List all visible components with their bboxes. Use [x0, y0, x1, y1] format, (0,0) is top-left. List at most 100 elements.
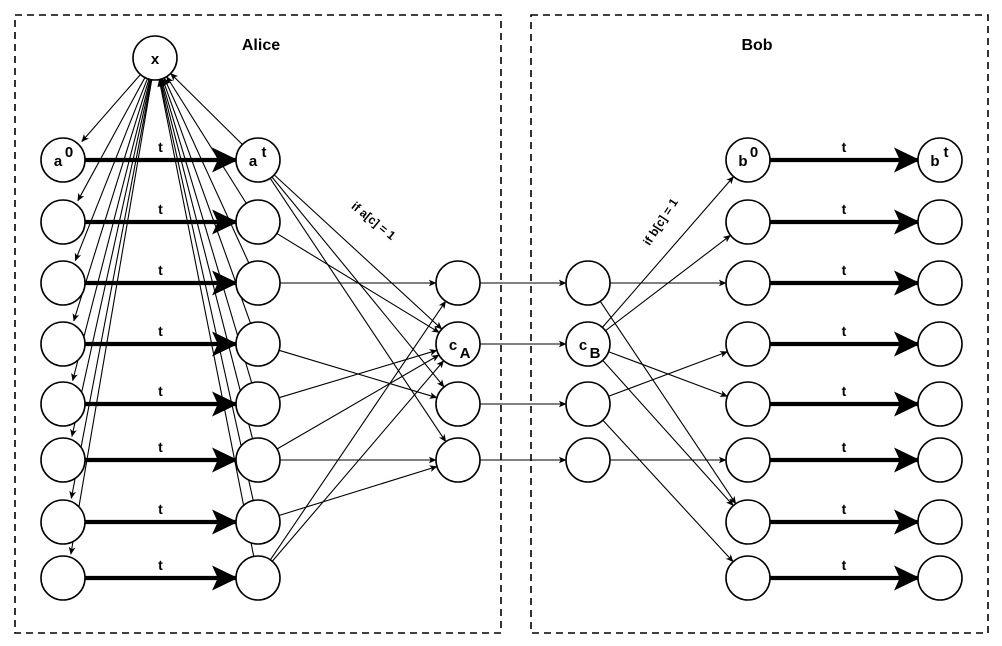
node-b3-circle[interactable]: [725, 321, 771, 367]
node-bt0-circle[interactable]: [917, 137, 963, 183]
node-b1-circle[interactable]: [725, 199, 771, 245]
node-ca3-circle[interactable]: [435, 437, 481, 483]
node-x[interactable]: x: [132, 35, 178, 81]
node-ca2[interactable]: [435, 381, 481, 427]
node-bt3-circle[interactable]: [917, 321, 963, 367]
node-at0-circle[interactable]: [235, 137, 281, 183]
node-bt4[interactable]: [917, 381, 963, 427]
node-b0-circle[interactable]: [725, 137, 771, 183]
node-bt5-circle[interactable]: [917, 437, 963, 483]
node-at4-circle[interactable]: [235, 381, 281, 427]
node-bt7[interactable]: [917, 555, 963, 601]
node-cA-circle[interactable]: [435, 321, 481, 367]
edge-label-t-alice-1: t: [158, 201, 163, 217]
node-bt7-circle[interactable]: [917, 555, 963, 601]
node-b0[interactable]: b0: [725, 137, 771, 183]
node-a5-circle[interactable]: [40, 437, 86, 483]
edge-label-t-alice-2: t: [158, 262, 163, 278]
node-ca2-circle[interactable]: [435, 381, 481, 427]
node-cA-subscript: A: [460, 345, 471, 362]
node-b6[interactable]: [725, 499, 771, 545]
node-b6-circle[interactable]: [725, 499, 771, 545]
node-at5[interactable]: [235, 437, 281, 483]
node-a0[interactable]: a0: [40, 137, 86, 183]
edge-label-t-bob-4: t: [842, 383, 847, 399]
node-b3[interactable]: [725, 321, 771, 367]
node-at3-circle[interactable]: [235, 321, 281, 367]
node-a3-circle[interactable]: [40, 321, 86, 367]
node-cb0[interactable]: [565, 260, 611, 306]
node-bt2-circle[interactable]: [917, 260, 963, 306]
node-bt5[interactable]: [917, 437, 963, 483]
node-at5-circle[interactable]: [235, 437, 281, 483]
node-at1[interactable]: [235, 199, 281, 245]
node-at2[interactable]: [235, 260, 281, 306]
edge-bob-cross-5: [602, 419, 734, 563]
node-a0-circle[interactable]: [40, 137, 86, 183]
node-x-circle[interactable]: [132, 35, 178, 81]
node-cb2-circle[interactable]: [565, 381, 611, 427]
node-at6[interactable]: [235, 499, 281, 545]
node-b7[interactable]: [725, 555, 771, 601]
node-a6-circle[interactable]: [40, 499, 86, 545]
node-bt6[interactable]: [917, 499, 963, 545]
node-cb3-circle[interactable]: [565, 437, 611, 483]
edge-at5-to-x: [158, 78, 254, 439]
node-b7-circle[interactable]: [725, 555, 771, 601]
edge-x-to-a4: [71, 79, 151, 382]
edge-layer-thin: [68, 73, 737, 563]
edge-label-t-alice-5: t: [158, 439, 163, 455]
node-b4-circle[interactable]: [725, 381, 771, 427]
node-bt3[interactable]: [917, 321, 963, 367]
node-a2-circle[interactable]: [40, 260, 86, 306]
edge-at0-to-x: [170, 73, 243, 145]
node-at0[interactable]: at: [235, 137, 281, 183]
node-bt0-superscript: t: [944, 144, 949, 161]
node-b2-circle[interactable]: [725, 260, 771, 306]
node-bt1-circle[interactable]: [917, 199, 963, 245]
node-cB-circle[interactable]: [565, 321, 611, 367]
node-b2[interactable]: [725, 260, 771, 306]
node-a2[interactable]: [40, 260, 86, 306]
node-a7[interactable]: [40, 555, 86, 601]
node-a4-circle[interactable]: [40, 381, 86, 427]
node-at0-label: a: [249, 153, 258, 170]
node-a1-circle[interactable]: [40, 199, 86, 245]
node-bt6-circle[interactable]: [917, 499, 963, 545]
node-b1[interactable]: [725, 199, 771, 245]
node-cb2[interactable]: [565, 381, 611, 427]
node-at7[interactable]: [235, 555, 281, 601]
node-a3[interactable]: [40, 321, 86, 367]
party-title-bob: Bob: [741, 37, 772, 54]
edge-label-t-alice-6: t: [158, 501, 163, 517]
node-bt4-circle[interactable]: [917, 381, 963, 427]
node-b5-circle[interactable]: [725, 437, 771, 483]
node-ca0[interactable]: [435, 260, 481, 306]
node-at2-circle[interactable]: [235, 260, 281, 306]
node-a4[interactable]: [40, 381, 86, 427]
edge-label-t-alice-4: t: [158, 383, 163, 399]
node-at7-circle[interactable]: [235, 555, 281, 601]
node-a1[interactable]: [40, 199, 86, 245]
node-a6[interactable]: [40, 499, 86, 545]
node-ca3[interactable]: [435, 437, 481, 483]
node-bt2[interactable]: [917, 260, 963, 306]
node-cb3[interactable]: [565, 437, 611, 483]
node-a5[interactable]: [40, 437, 86, 483]
node-at3[interactable]: [235, 321, 281, 367]
node-bt0[interactable]: bt: [917, 137, 963, 183]
node-a7-circle[interactable]: [40, 555, 86, 601]
edge-x-to-a1: [77, 77, 146, 202]
node-at6-circle[interactable]: [235, 499, 281, 545]
node-cb0-circle[interactable]: [565, 260, 611, 306]
node-at0-superscript: t: [262, 144, 267, 161]
node-at1-circle[interactable]: [235, 199, 281, 245]
node-b5[interactable]: [725, 437, 771, 483]
node-b4[interactable]: [725, 381, 771, 427]
node-at4[interactable]: [235, 381, 281, 427]
node-ca0-circle[interactable]: [435, 260, 481, 306]
node-bt1[interactable]: [917, 199, 963, 245]
